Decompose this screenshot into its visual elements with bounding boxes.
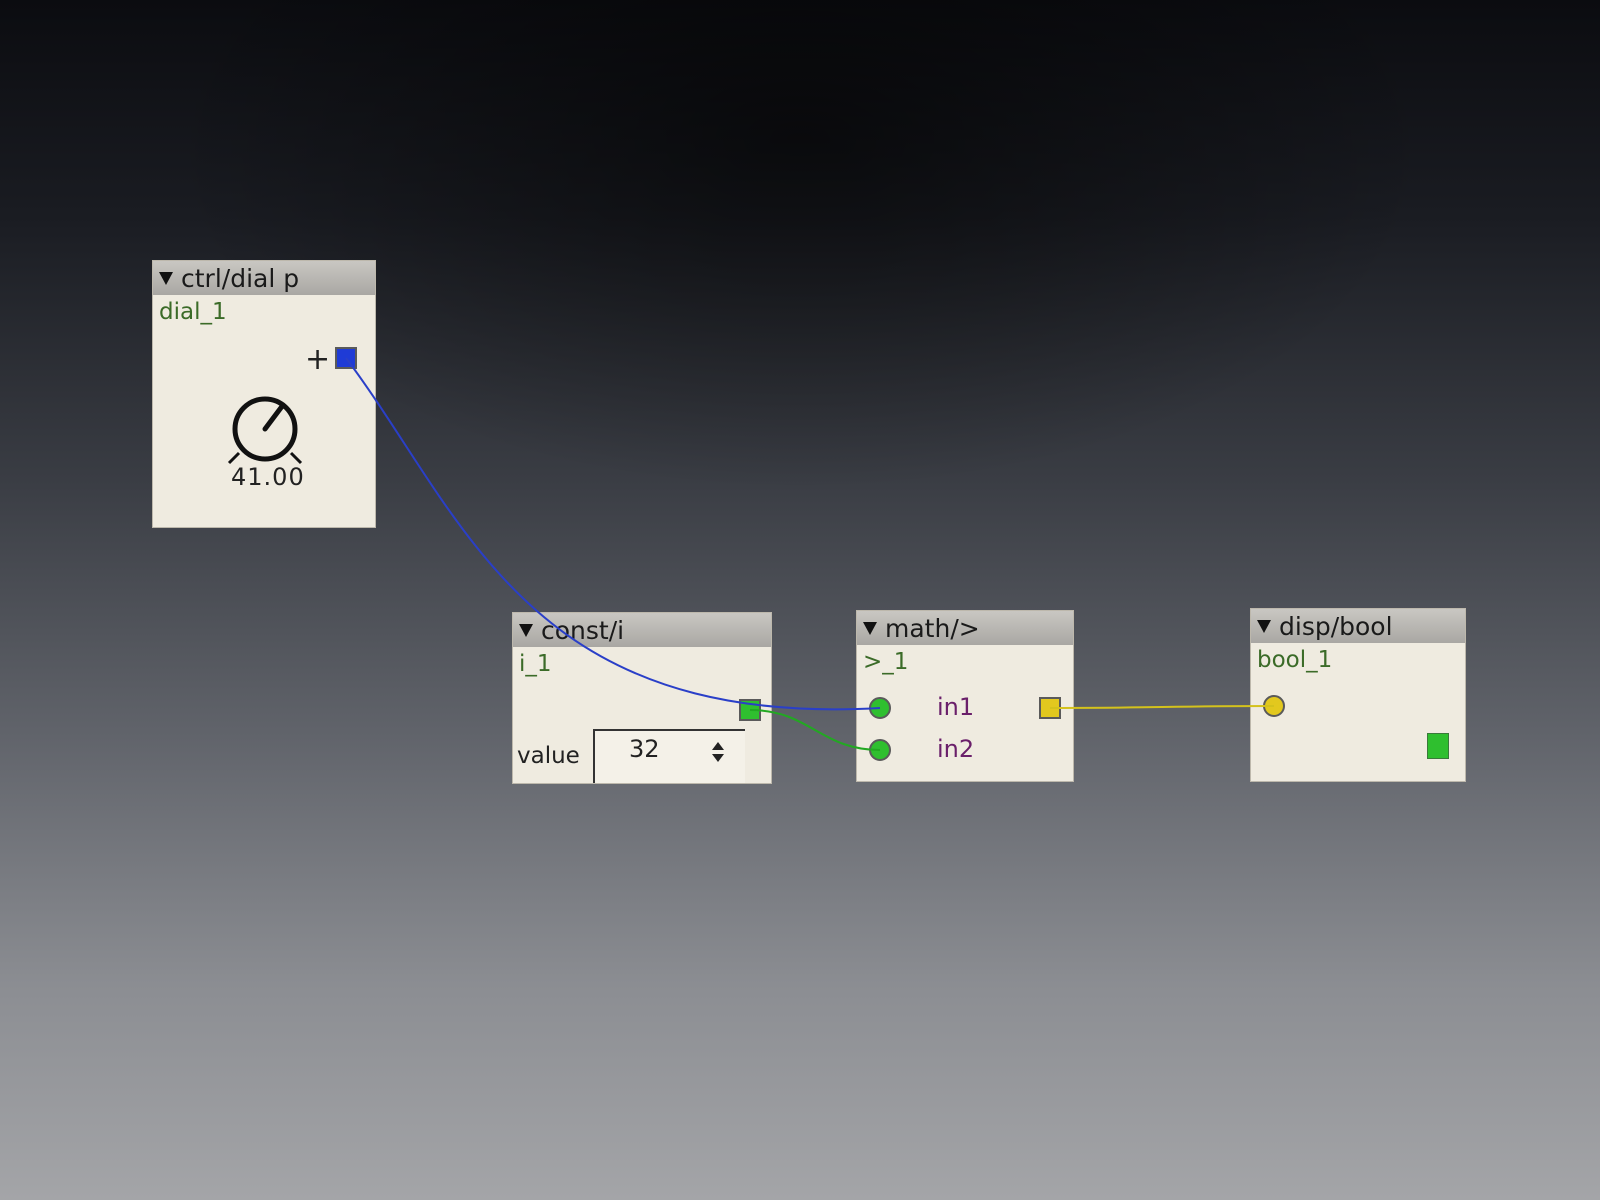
- math-compare-object[interactable]: math/> >_1 in1 in2: [856, 610, 1074, 782]
- inlet-in1-label: in1: [937, 693, 975, 721]
- instance-name[interactable]: dial_1: [159, 299, 227, 325]
- dial-object[interactable]: ctrl/dial p dial_1 + 41.00: [152, 260, 376, 528]
- dial-tick-left: [227, 451, 241, 465]
- inlet-in1-port[interactable]: [869, 697, 891, 719]
- dial-knob-pointer: [262, 402, 286, 432]
- dial-knob[interactable]: [223, 393, 307, 467]
- collapse-triangle-icon[interactable]: [519, 623, 533, 637]
- math-outlet-port[interactable]: [1039, 697, 1061, 719]
- dial-tick-right: [289, 451, 303, 465]
- instance-name[interactable]: >_1: [863, 649, 909, 675]
- math-object-header[interactable]: math/>: [857, 611, 1073, 645]
- spinner-down-arrow[interactable]: [712, 754, 724, 762]
- const-object[interactable]: const/i i_1 value 32: [512, 612, 772, 784]
- object-type-label: disp/bool: [1279, 611, 1393, 641]
- const-outlet-port[interactable]: [739, 699, 761, 721]
- dial-knob-ring: [232, 396, 298, 462]
- const-object-header[interactable]: const/i: [513, 613, 771, 647]
- object-type-label: ctrl/dial p: [181, 263, 300, 293]
- dial-value-readout: 41.00: [231, 463, 305, 491]
- inlet-in2-port[interactable]: [869, 739, 891, 761]
- disp-object-header[interactable]: disp/bool: [1251, 609, 1465, 643]
- collapse-triangle-icon[interactable]: [1257, 619, 1271, 633]
- collapse-triangle-icon[interactable]: [159, 271, 173, 285]
- object-type-label: math/>: [885, 613, 980, 643]
- spinner-up-arrow[interactable]: [712, 742, 724, 750]
- inlet-in2-label: in2: [937, 735, 975, 763]
- object-type-label: const/i: [541, 615, 625, 645]
- bool-led-indicator: [1427, 733, 1449, 759]
- spinner-arrows-icon[interactable]: [711, 741, 725, 763]
- instance-name[interactable]: i_1: [519, 651, 552, 677]
- dial-object-header[interactable]: ctrl/dial p: [153, 261, 375, 295]
- collapse-triangle-icon[interactable]: [863, 621, 877, 635]
- wire-bool-2[interactable]: [1049, 705, 1275, 709]
- instance-name[interactable]: bool_1: [1257, 647, 1333, 673]
- disp-bool-object[interactable]: disp/bool bool_1: [1250, 608, 1466, 782]
- value-label: value: [517, 743, 580, 769]
- plus-icon: +: [305, 342, 331, 377]
- disp-inlet-port[interactable]: [1263, 695, 1285, 717]
- dial-outlet-port[interactable]: [335, 347, 357, 369]
